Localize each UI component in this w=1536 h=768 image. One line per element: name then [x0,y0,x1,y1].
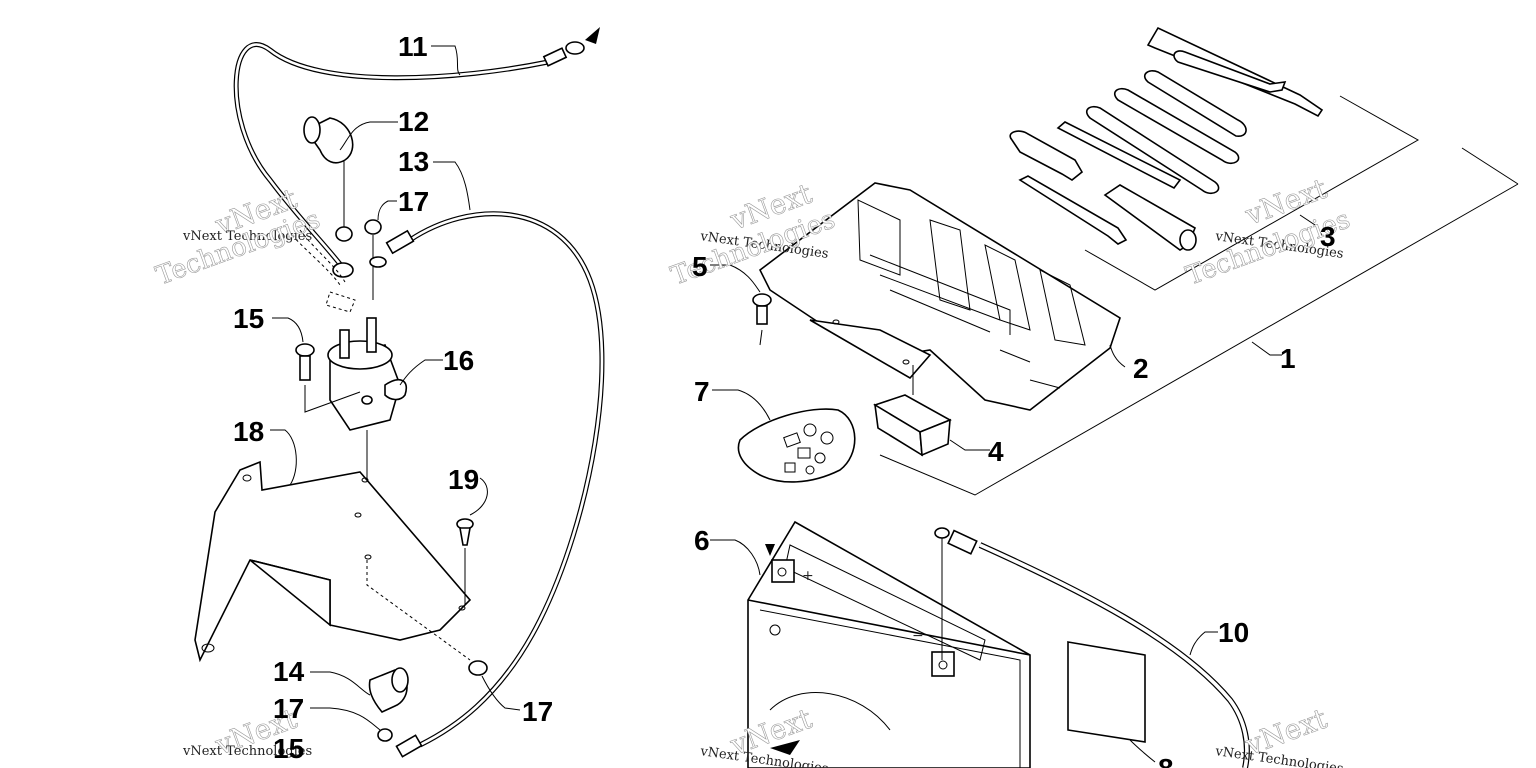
nut-17c [468,660,488,676]
svg-text:+: + [802,568,814,584]
callout-13: 13 [398,146,429,177]
tool-set-3 [1009,26,1324,251]
callout-14: 14 [273,656,305,687]
foam-block-4 [873,394,952,457]
nut-17d [377,728,393,742]
callout-8: 8 [1158,753,1174,768]
callout-5: 5 [692,251,708,282]
callout-18: 18 [233,416,264,447]
callout-2: 2 [1133,353,1149,384]
callout-10: 10 [1218,617,1249,648]
callout-7: 7 [694,376,710,407]
callout-19: 19 [448,464,479,495]
arrow-marker-battery [765,544,775,556]
callout-17-bottom: 17 [273,693,304,724]
callout-4: 4 [988,436,1004,467]
callout-16: 16 [443,345,474,376]
callout-12: 12 [398,106,429,137]
screw-19 [456,518,474,546]
arrow-marker [585,27,600,44]
svg-text:−: − [912,628,924,644]
tool-tray-2 [758,182,1121,411]
callout-6: 6 [694,525,710,556]
terminal-ring-11 [565,41,585,55]
callout-1: 1 [1280,343,1296,374]
cable-13 [408,211,605,748]
screw-15 [295,343,315,381]
battery-6: + − [747,520,1031,768]
callout-15-top: 15 [233,303,264,334]
callout-17-top: 17 [398,186,429,217]
callout-11: 11 [398,31,428,62]
hardware-bag-7 [737,408,856,483]
bracket-18 [194,460,472,663]
solenoid-16 [327,317,407,431]
callout-3: 3 [1320,221,1336,252]
svg-text:vNext Technologies: vNext Technologies [182,229,312,244]
nut-17a [335,226,353,242]
callout-17-right: 17 [522,696,553,727]
nut-17b [364,219,382,235]
screw-5 [752,293,772,325]
svg-text:vNext Technologies: vNext Technologies [182,744,312,759]
decal-8 [1067,641,1146,743]
callout-15-bottom: 15 [273,733,304,764]
